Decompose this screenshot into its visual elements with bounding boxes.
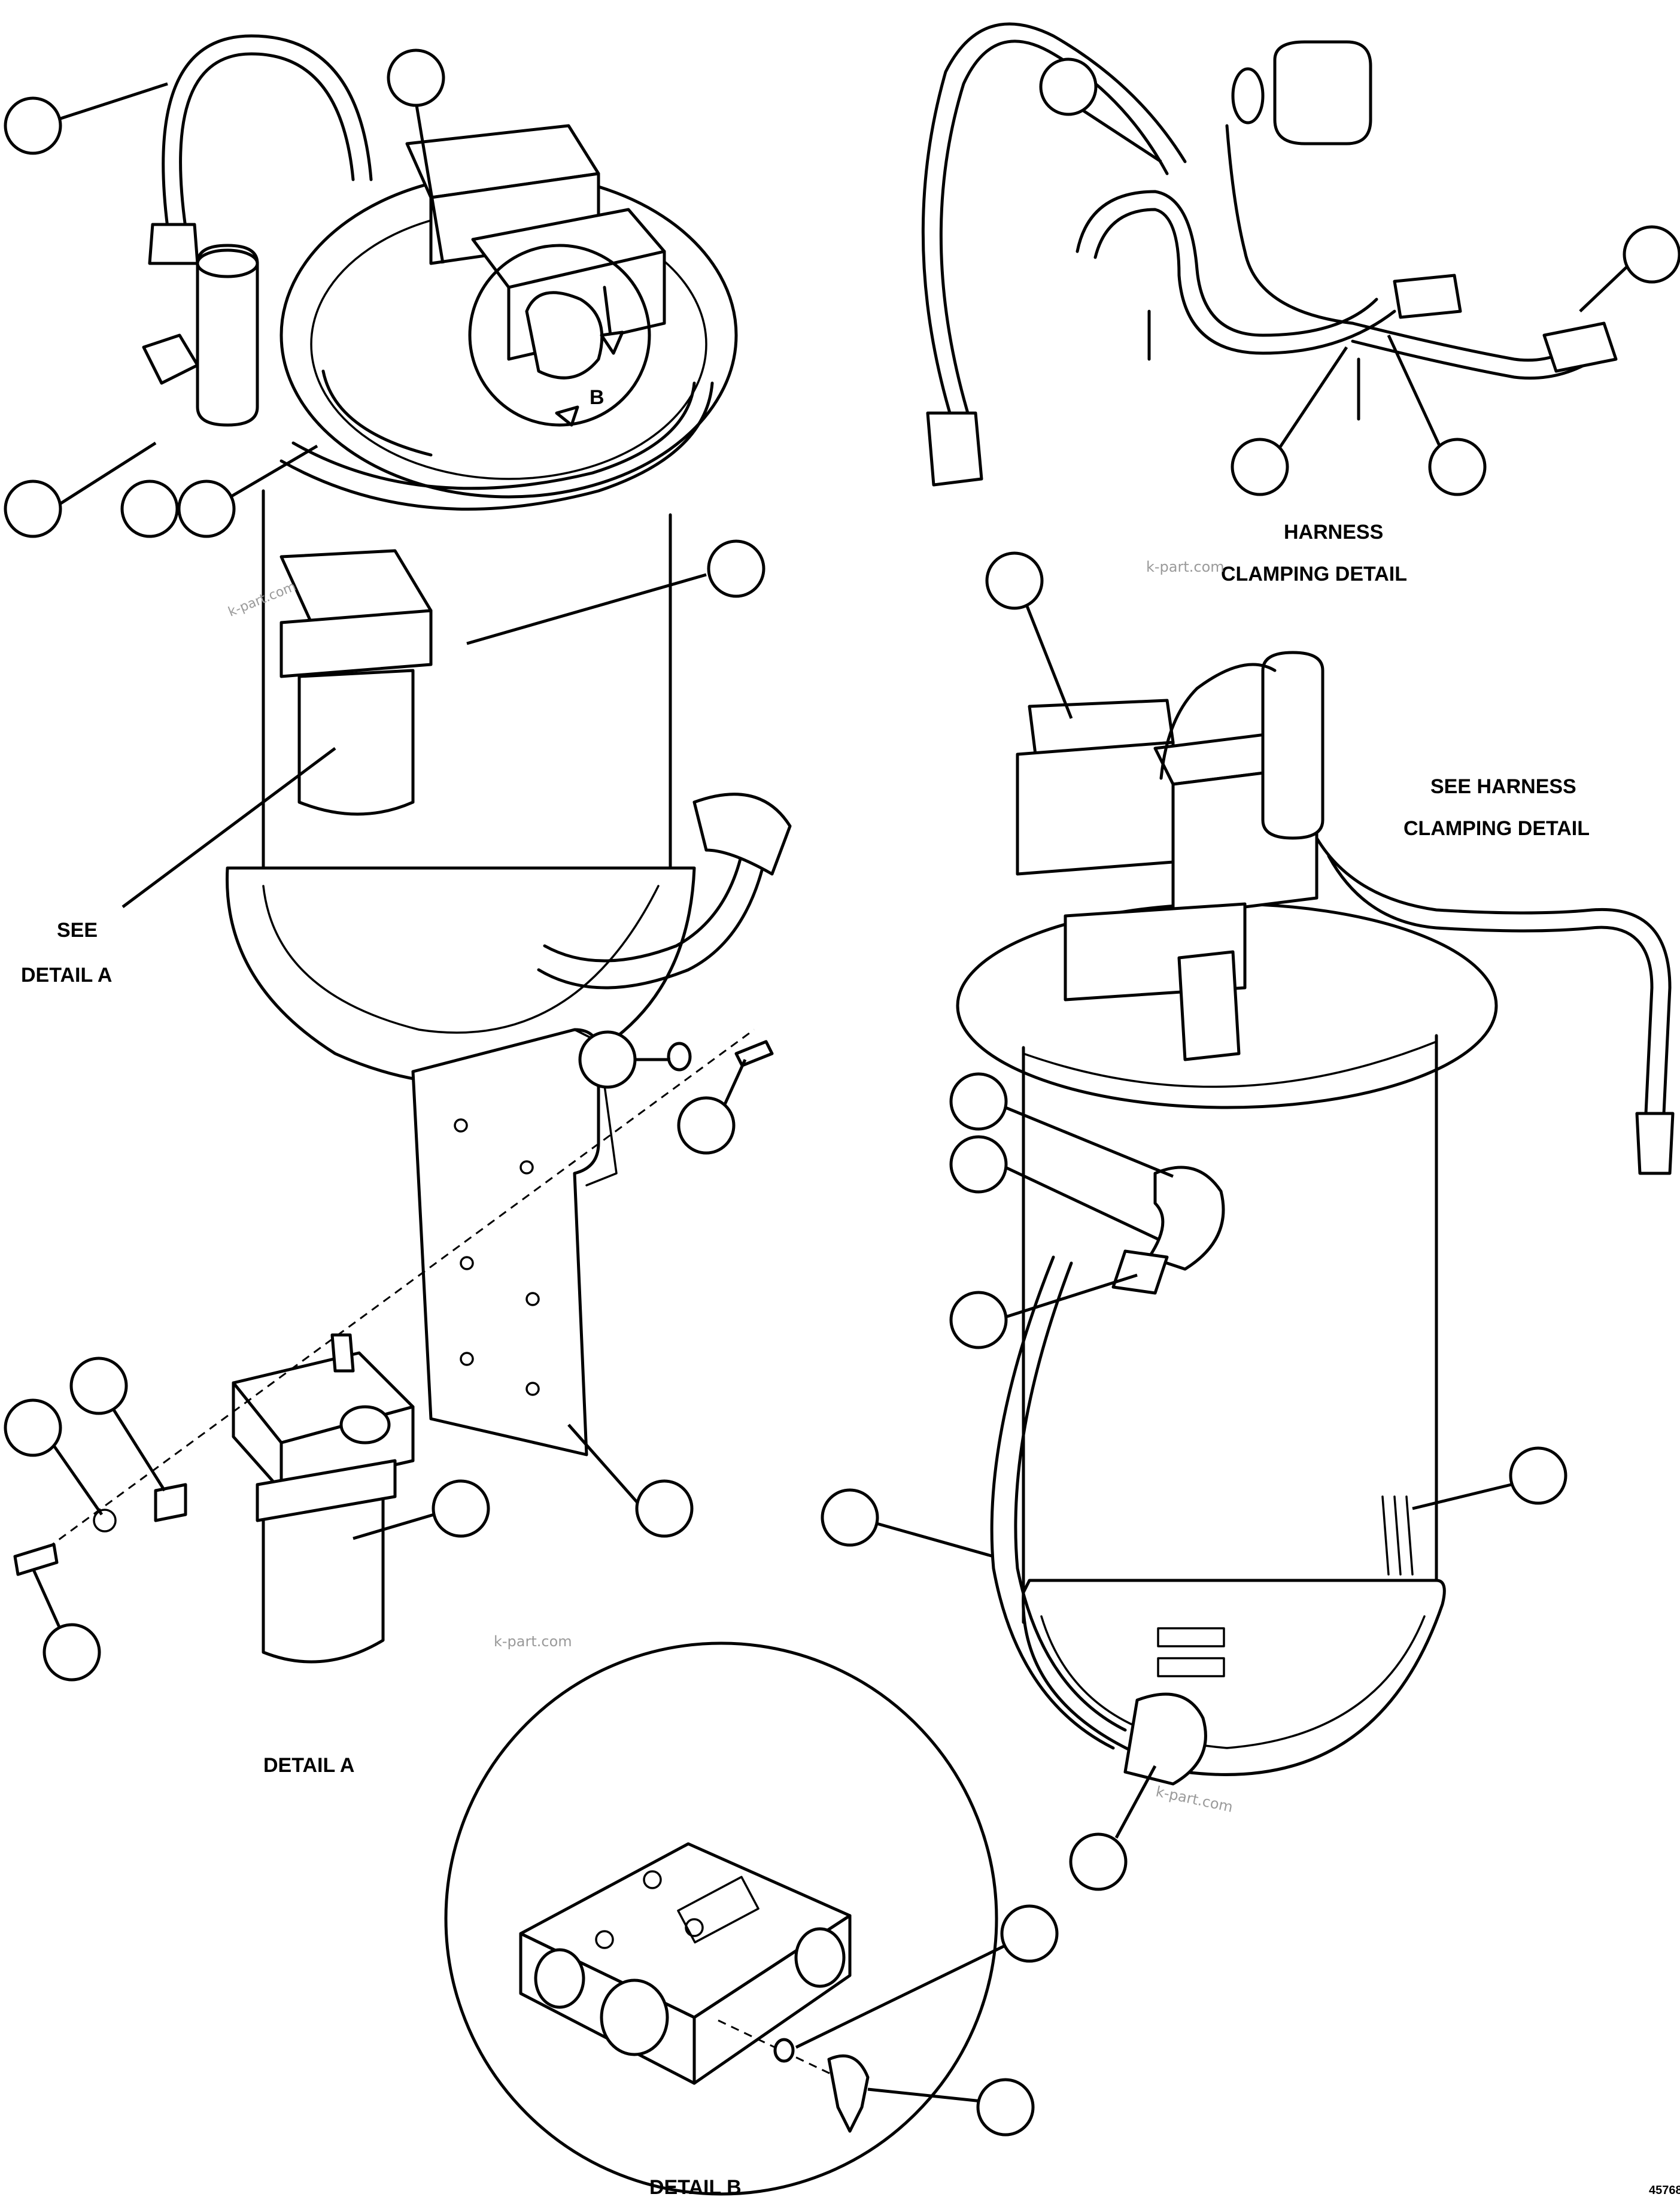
see-detail-a-label-line1: SEE xyxy=(57,919,98,942)
callout-balloon xyxy=(4,1398,104,1516)
callout-balloon xyxy=(1579,225,1680,312)
reservoir-assembly-left xyxy=(142,34,792,1086)
callout-balloon xyxy=(578,1030,670,1089)
drawing-number: 45768 xyxy=(1649,2184,1680,2197)
callout-balloon xyxy=(567,1424,694,1538)
harness-label-line2: CLAMPING DETAIL xyxy=(1221,563,1407,585)
callout-balloon xyxy=(985,551,1073,719)
watermark: k-part.com xyxy=(1146,559,1225,575)
harness-clamping-detail xyxy=(921,22,1618,487)
see-harness-label-line2: CLAMPING DETAIL xyxy=(1403,817,1590,840)
callout-balloon xyxy=(1039,57,1162,163)
detail-b-marker: B xyxy=(590,386,604,409)
callout-balloon xyxy=(1231,346,1348,496)
callout-balloon xyxy=(821,1488,994,1558)
callout-balloon xyxy=(949,1273,1138,1349)
callout-balloon xyxy=(466,539,765,645)
harness-label-line1: HARNESS xyxy=(1284,521,1383,544)
callout-balloon xyxy=(949,1072,1174,1178)
callout-balloon xyxy=(4,441,157,538)
callout-balloon xyxy=(1412,1446,1567,1510)
see-detail-a-label-line2: DETAIL A xyxy=(21,964,112,987)
callout-balloon xyxy=(795,1904,1059,2049)
labels: SEE DETAIL A HARNESS CLAMPING DETAIL SEE… xyxy=(21,386,1680,2197)
watermark: k-part.com xyxy=(494,1633,572,1650)
reservoir-assembly-right xyxy=(956,651,1675,1786)
watermark: k-part.com xyxy=(1155,1783,1235,1816)
callout-balloon xyxy=(353,1479,490,1540)
callout-balloon xyxy=(121,747,336,909)
callout-balloon xyxy=(949,1135,1159,1241)
detail-a-exploded xyxy=(13,1028,774,1664)
see-harness-label-line1: SEE HARNESS xyxy=(1430,775,1576,798)
callout-balloon xyxy=(4,82,168,155)
callout-balloon xyxy=(69,1357,166,1492)
callout-balloon xyxy=(177,444,318,538)
callout-balloon xyxy=(31,1567,101,1682)
callout-balloon xyxy=(867,2078,1035,2137)
callout-balloon xyxy=(1069,1765,1157,1891)
callout-balloon xyxy=(120,480,179,538)
detail-b-label: DETAIL B xyxy=(649,2176,742,2197)
callout-balloon xyxy=(387,48,445,264)
callout-balloons xyxy=(4,48,1680,2137)
callout-balloon xyxy=(677,1058,747,1155)
detail-b xyxy=(444,1641,998,2196)
detail-a-label: DETAIL A xyxy=(263,1754,354,1777)
callout-balloon xyxy=(1387,334,1487,496)
